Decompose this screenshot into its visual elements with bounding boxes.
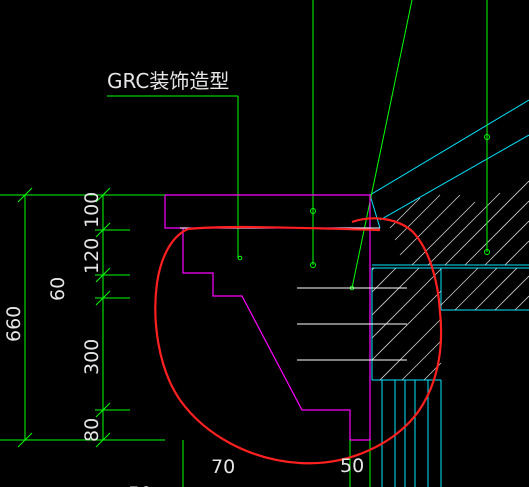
- white-reference-lines: [180, 227, 407, 361]
- dim-total: 660: [3, 306, 25, 342]
- dim-d5: 80: [81, 418, 103, 442]
- dim-d3: 60: [47, 277, 69, 301]
- leader-lines: [107, 0, 488, 289]
- dim-h1: 70: [211, 456, 235, 478]
- dim-d2: 120: [81, 238, 103, 274]
- red-annotation-circle: [154, 217, 443, 465]
- grc-profile-outline: [164, 194, 371, 441]
- vertical-dimension-lines: [0, 187, 165, 448]
- wall-section-hatch: [369, 99, 529, 487]
- callout-label: GRC装饰造型: [107, 69, 229, 93]
- horizontal-dimension-lines: [182, 440, 371, 487]
- dim-h2: 50: [340, 455, 364, 477]
- dim-d1: 100: [81, 192, 103, 228]
- leader-dots: [237, 134, 490, 291]
- dim-h3: 50: [128, 483, 152, 487]
- dim-d4: 300: [81, 339, 103, 375]
